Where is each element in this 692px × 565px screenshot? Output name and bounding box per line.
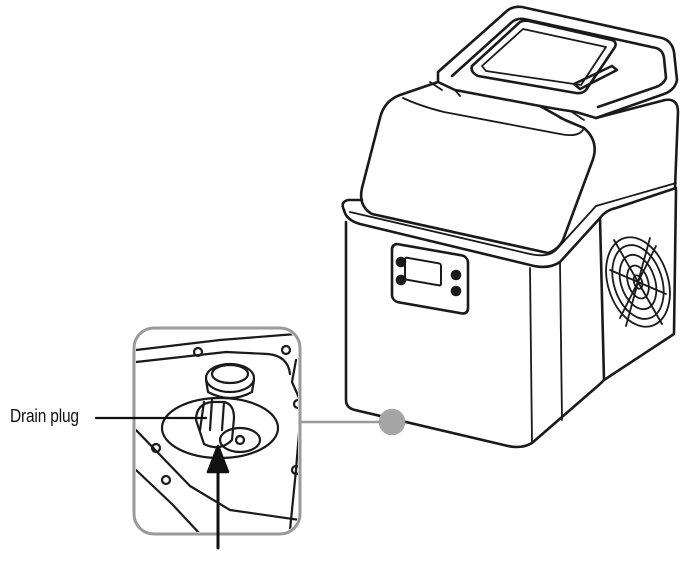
inset-screw-6 — [160, 474, 172, 486]
upper-hood — [359, 80, 596, 255]
inset-right-edge — [288, 358, 298, 532]
hood-crease — [402, 97, 585, 137]
upper-hood-back — [594, 98, 680, 190]
inset-screw-1 — [192, 346, 204, 358]
ice-maker-appliance — [341, 5, 680, 449]
inset-screw-3 — [292, 398, 298, 410]
lid-top-inner — [450, 17, 668, 109]
inset-screw-4 — [290, 464, 298, 476]
control-button-2 — [395, 274, 407, 286]
inset-base-diagonal — [136, 428, 298, 532]
drain-arrow-head — [206, 444, 230, 474]
inset-screw-5 — [150, 442, 162, 454]
fan-grille — [605, 236, 671, 328]
body-front-edge — [529, 267, 533, 444]
lid-window — [470, 19, 617, 95]
drain-plug-label: Drain plug — [10, 406, 79, 426]
drain-plug-cap — [218, 426, 262, 454]
hinge-right — [559, 111, 585, 125]
lid-handle — [572, 64, 619, 91]
control-button-3 — [450, 269, 462, 281]
belt-band — [341, 198, 364, 212]
control-button-1 — [395, 256, 407, 268]
inset-upper-rail — [136, 332, 298, 376]
inset-round-housing-inner — [210, 363, 250, 385]
foot — [378, 408, 406, 436]
belt-band-lower — [342, 186, 678, 269]
lower-body-side — [598, 188, 678, 382]
lid-window-inner — [481, 28, 607, 86]
inset-screw-2 — [280, 344, 292, 356]
control-panel — [390, 242, 470, 315]
body-side-edge — [559, 261, 563, 421]
drain-plug-cap-center — [234, 434, 246, 446]
control-display — [404, 256, 442, 287]
belt-band-upper — [349, 182, 677, 257]
hinge-left — [429, 81, 461, 97]
drain-plug — [198, 398, 226, 432]
lower-body-front — [344, 220, 606, 449]
inset-detail — [132, 326, 302, 550]
lid-top-outline — [436, 5, 679, 120]
control-button-4 — [450, 285, 462, 297]
